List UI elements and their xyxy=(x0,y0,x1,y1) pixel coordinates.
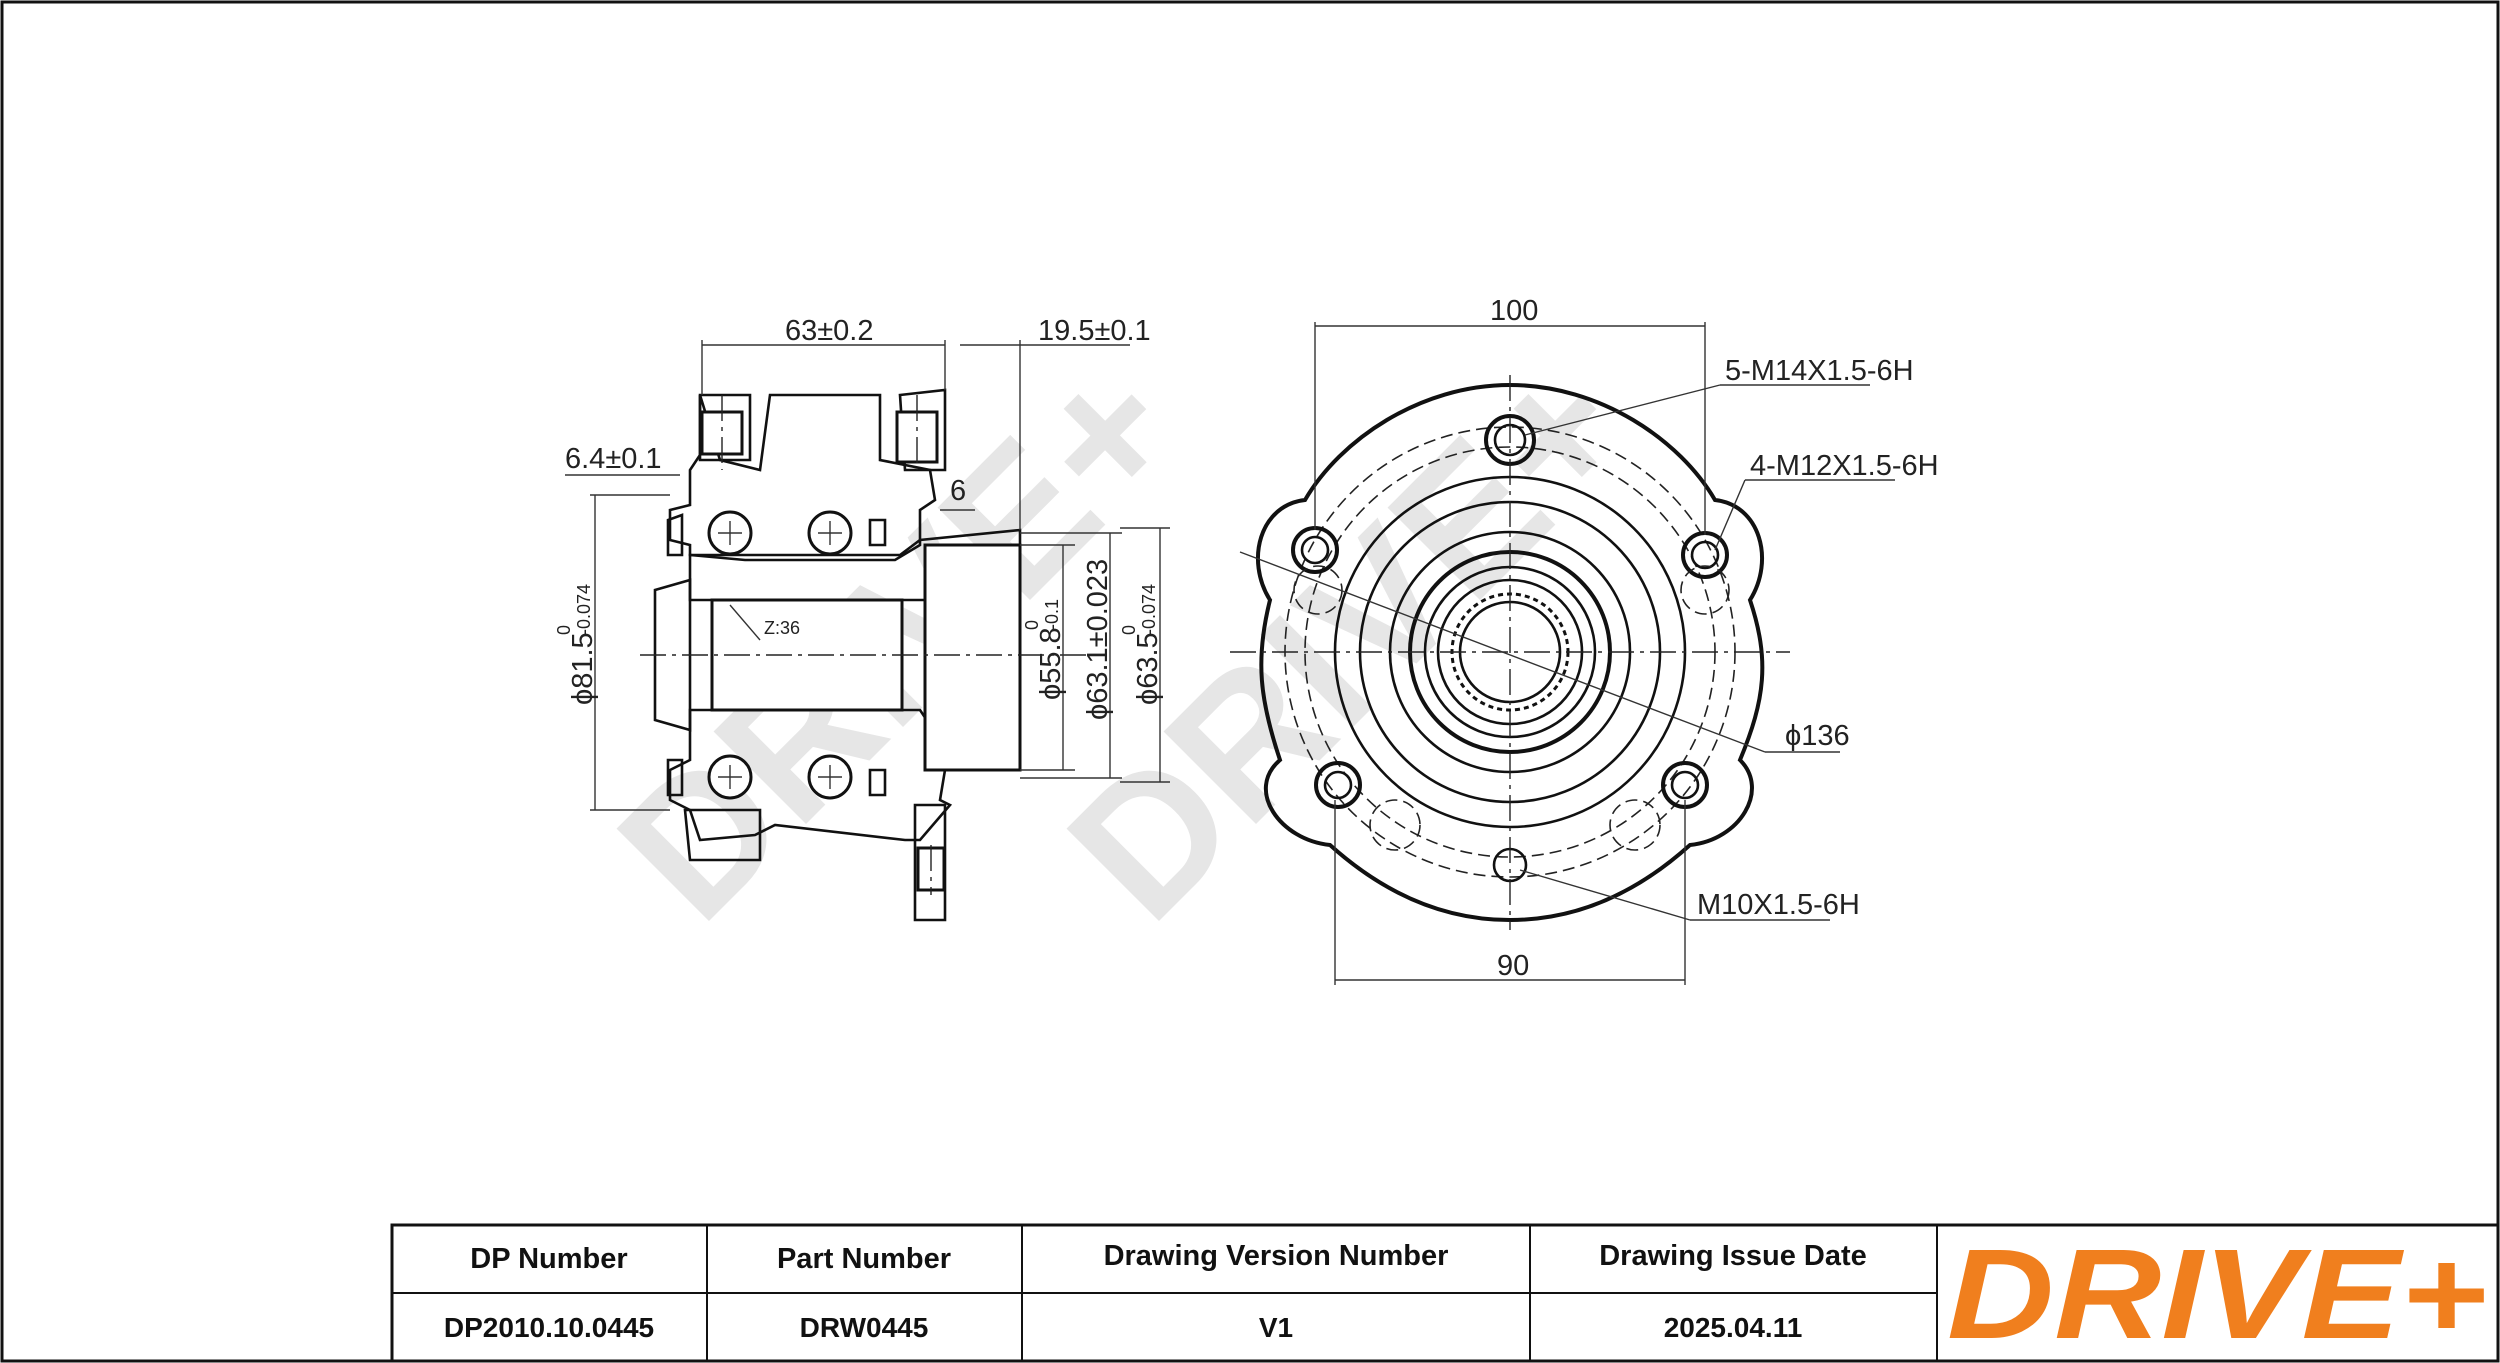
dim-width: 63±0.2 xyxy=(785,315,874,347)
side-section-view: Z:36 63±0.2 19.5±0.1 6.4±0.1 6 ϕ81.5 0 -… xyxy=(554,315,1170,922)
dia-outer-tol-lower: -0.074 xyxy=(1139,584,1159,635)
pilot-bore xyxy=(923,543,1022,772)
brand-logo: DRIVE+ xyxy=(1947,1223,2487,1363)
bolt-hole-left-dash xyxy=(1293,565,1343,615)
bolt-hole-lower-left xyxy=(1314,761,1362,809)
dia-hub-label: ϕ63.1±0.023 xyxy=(1082,559,1114,720)
pcd-callout: ϕ136 xyxy=(1785,720,1850,752)
thread-callout-1: 5-M14X1.5-6H xyxy=(1725,355,1914,387)
dim-flange: 19.5±0.1 xyxy=(1038,315,1151,347)
seal-upper xyxy=(666,513,887,557)
dia-pilot-tol-lower: -0.1 xyxy=(1042,599,1062,630)
bolt-hole-bottom-right-dash xyxy=(1609,799,1661,851)
value-version: V1 xyxy=(1259,1312,1293,1343)
value-issue-date: 2025.04.11 xyxy=(1664,1312,1803,1343)
header-dp-number: DP Number xyxy=(470,1243,627,1275)
thread-callout-3: M10X1.5-6H xyxy=(1697,889,1860,921)
dia-outer-tol-upper: 0 xyxy=(1119,625,1139,635)
bolt-hole-right-dash xyxy=(1680,565,1730,615)
flange-lower-right xyxy=(913,803,947,922)
dim-gap: 6 xyxy=(950,475,966,507)
hub-section-upper xyxy=(668,393,937,562)
bolt-hole-bottom-left-dash xyxy=(1369,799,1421,851)
seal-lower xyxy=(666,758,887,797)
dia-bearing-tol-lower: -0.074 xyxy=(574,584,594,635)
front-view: 100 90 5-M14X1.5-6H 4-M12X1.5-6H ϕ136 M1… xyxy=(1230,295,1939,985)
brand-logo-text: DRIVE+ xyxy=(1947,1223,2487,1363)
flange-lower xyxy=(683,808,762,862)
dia-outer-label: ϕ63.5 xyxy=(1132,632,1164,705)
dia-pilot-label: ϕ55.8 xyxy=(1035,627,1067,700)
flange-outline xyxy=(1255,382,1765,923)
flange-upper xyxy=(698,393,752,462)
dia-bearing-label: ϕ81.5 xyxy=(567,632,599,705)
value-part-number: DRW0445 xyxy=(800,1312,929,1343)
header-version: Drawing Version Number xyxy=(1104,1240,1449,1272)
title-block: DP Number Part Number Drawing Version Nu… xyxy=(390,1223,2500,1363)
spline-count-label: Z:36 xyxy=(764,618,800,638)
header-part-number: Part Number xyxy=(777,1243,951,1275)
dia-pilot-tol-upper: 0 xyxy=(1022,620,1042,630)
dim-front-top: 100 xyxy=(1490,295,1538,327)
inner-face xyxy=(653,578,692,732)
header-issue-date: Drawing Issue Date xyxy=(1599,1240,1867,1272)
bolt-hole-upper-right xyxy=(1681,531,1729,579)
dim-front-bottom: 90 xyxy=(1497,950,1529,982)
thread-callout-2: 4-M12X1.5-6H xyxy=(1750,450,1939,482)
dim-offset: 6.4±0.1 xyxy=(565,443,662,475)
value-dp-number: DP2010.10.0445 xyxy=(444,1312,654,1343)
dia-bearing-tol-upper: 0 xyxy=(554,625,574,635)
